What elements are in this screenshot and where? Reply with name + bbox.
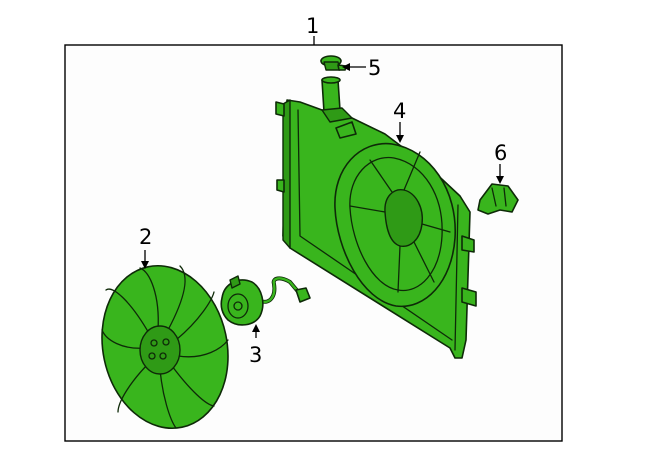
callout-6: 6 bbox=[494, 141, 507, 165]
callout-1: 1 bbox=[306, 14, 319, 38]
fan-motor-part bbox=[220, 275, 311, 326]
callout-2: 2 bbox=[139, 225, 152, 249]
fan-blade-part bbox=[101, 264, 229, 430]
arrowhead-3 bbox=[252, 324, 260, 332]
arrowhead-2 bbox=[141, 261, 149, 269]
callout-3: 3 bbox=[249, 343, 262, 367]
arrowhead-6 bbox=[496, 176, 504, 184]
callout-5: 5 bbox=[368, 56, 381, 80]
arrowhead-4 bbox=[396, 135, 404, 143]
shroud-part bbox=[275, 76, 477, 359]
callout-4: 4 bbox=[393, 99, 406, 123]
resistor-part bbox=[477, 183, 519, 215]
arrowhead-5 bbox=[342, 63, 350, 71]
